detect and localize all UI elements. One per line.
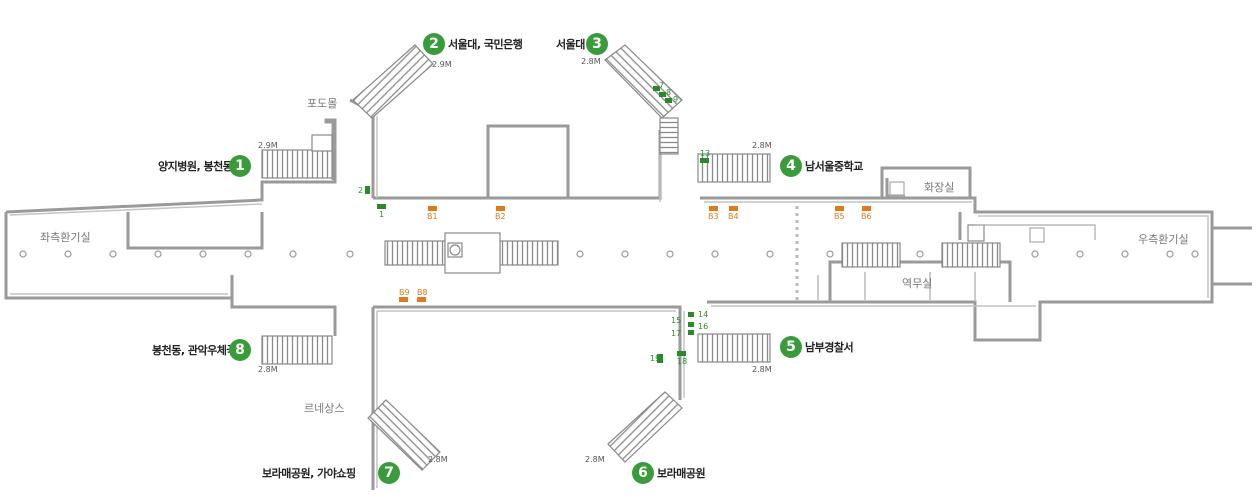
gate-8-label: 8 — [666, 88, 672, 97]
exit-2-label: 서울대, 국민은행 — [448, 38, 523, 51]
exit-3-width: 2.8M — [581, 57, 601, 66]
gate-B2-label: B2 — [495, 212, 506, 221]
exit-7-badge[interactable]: 7 — [378, 462, 400, 484]
exit-5-label: 남부경찰서 — [805, 341, 854, 354]
gate-1-label: 1 — [379, 210, 385, 219]
gate-marker — [365, 186, 370, 194]
exit-4-badge[interactable]: 4 — [780, 155, 802, 177]
gate-marker — [677, 351, 686, 356]
gate-18-label: 18 — [677, 357, 688, 366]
gate-marker — [659, 92, 666, 97]
gate-marker — [665, 98, 672, 103]
gate-B6-label: B6 — [861, 212, 872, 221]
gate-B9-label: B9 — [399, 288, 410, 297]
gate-15-label: 15 — [671, 316, 682, 325]
podo-mall-label: 포도몰 — [307, 97, 338, 110]
gate-B1-label: B1 — [427, 212, 438, 221]
exit-5-badge[interactable]: 5 — [780, 336, 802, 358]
exit-2-width: 2.9M — [432, 60, 452, 69]
exit-8-label: 봉천동, 관악우체국 — [152, 344, 236, 357]
exit-1-width: 2.9M — [258, 141, 278, 150]
gate-B8-label: B8 — [417, 288, 428, 297]
gate-17-label: 17 — [671, 329, 682, 338]
gate-marker — [729, 206, 738, 211]
left-ventilation-room-label: 좌측환기실 — [40, 231, 91, 244]
right-ventilation-room-label: 우측환기실 — [1138, 233, 1189, 246]
renaissance-label: 르네상스 — [304, 402, 345, 415]
exit-6-label: 보라매공원 — [657, 467, 706, 480]
exit-6-width: 2.8M — [585, 455, 605, 464]
exit-5-width: 2.8M — [752, 365, 772, 374]
gate-marker — [862, 206, 871, 211]
gate-marker — [688, 322, 694, 327]
gate-B3-label: B3 — [708, 212, 719, 221]
stairways — [261, 44, 1001, 471]
gate-marker — [496, 206, 505, 211]
gate-marker — [835, 206, 844, 211]
gate-marker — [688, 312, 694, 317]
exit-2-badge[interactable]: 2 — [423, 33, 445, 55]
gate-7-label: 7 — [659, 81, 665, 90]
exit-1-label: 양지병원, 봉천동 — [158, 160, 233, 173]
gate-marker — [657, 354, 663, 363]
gate-marker — [417, 297, 426, 302]
exit-8-width: 2.8M — [258, 365, 278, 374]
gate-13-label: 13 — [700, 149, 711, 158]
gate-marker — [399, 297, 408, 302]
gate-marker — [688, 330, 694, 335]
gate-marker — [377, 204, 386, 209]
exit-3-label: 서울대 — [556, 38, 585, 51]
track-axis-dots — [19, 250, 1199, 258]
gate-2-label: 2 — [358, 186, 364, 195]
gate-marker — [653, 86, 660, 91]
gate-B5-label: B5 — [834, 212, 845, 221]
gate-marker — [428, 206, 437, 211]
exit-3-badge[interactable]: 3 — [586, 33, 608, 55]
gate-16-label: 16 — [698, 322, 709, 331]
exit-4-label: 남서울중학교 — [805, 160, 863, 173]
gate-B4-label: B4 — [728, 212, 739, 221]
exit-7-width: 2.8M — [428, 455, 448, 464]
exit-1-badge[interactable]: 1 — [229, 155, 251, 177]
gate-19-label: 19 — [650, 354, 661, 363]
gate-marker — [700, 158, 709, 163]
exit-8-badge[interactable]: 8 — [229, 339, 251, 361]
gate-marker — [709, 206, 718, 211]
station-office-label: 역무실 — [902, 277, 933, 290]
restroom-label: 화장실 — [924, 181, 955, 194]
gate-9-label: 9 — [673, 95, 679, 104]
exit-6-badge[interactable]: 6 — [632, 462, 654, 484]
exit-4-width: 2.8M — [752, 141, 772, 150]
exit-7-label: 보라매공원, 가야쇼핑 — [262, 467, 356, 480]
gate-14-label: 14 — [698, 310, 709, 319]
